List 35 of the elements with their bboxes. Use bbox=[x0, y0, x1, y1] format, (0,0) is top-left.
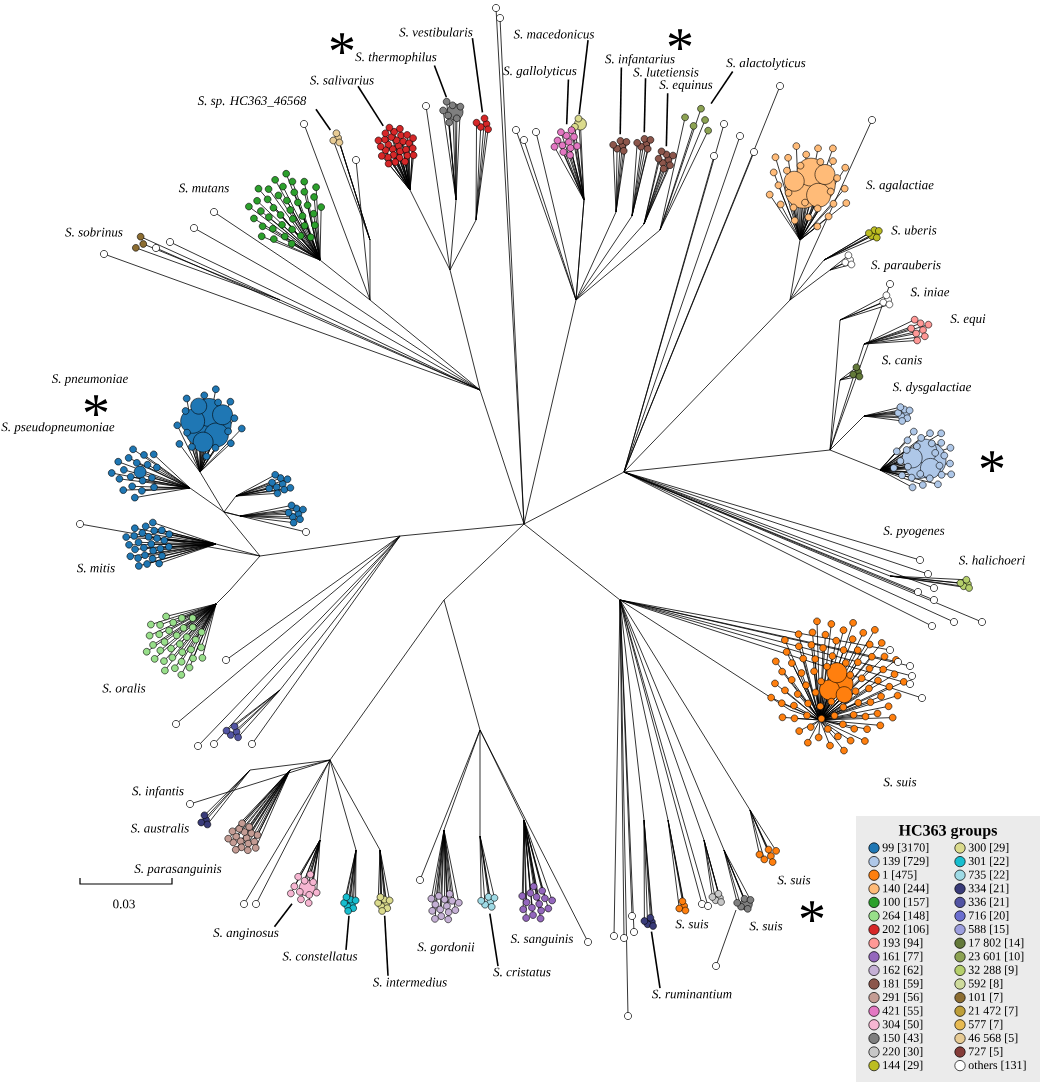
leader-line bbox=[357, 85, 385, 127]
leader-line bbox=[578, 39, 589, 116]
leaf-cluster bbox=[633, 135, 655, 153]
leaf-cluster bbox=[477, 893, 499, 911]
leaf-cluster bbox=[472, 114, 492, 133]
leaf-cluster bbox=[329, 129, 344, 147]
leader-line bbox=[710, 70, 734, 105]
asterisk: * bbox=[980, 451, 1004, 472]
leaf-cluster bbox=[640, 914, 657, 930]
leaf-cluster bbox=[374, 893, 394, 915]
asterisk: * bbox=[330, 33, 354, 54]
legend-title: HC363 groups bbox=[898, 824, 998, 840]
leader-line bbox=[643, 77, 647, 133]
leader-line bbox=[273, 902, 293, 928]
leader-line bbox=[345, 914, 350, 951]
leaf-cluster bbox=[439, 98, 465, 127]
leaf-cluster bbox=[374, 123, 418, 168]
asterisk: * bbox=[800, 901, 824, 922]
asterisk: * bbox=[84, 395, 108, 416]
leader-line bbox=[315, 108, 332, 131]
leaf-cluster bbox=[654, 147, 677, 173]
leader-line bbox=[489, 912, 499, 967]
leader-line bbox=[650, 930, 661, 989]
leaf-cluster bbox=[609, 137, 631, 155]
leader-line bbox=[665, 92, 669, 147]
leader-line bbox=[383, 915, 389, 977]
leaf-cluster bbox=[340, 893, 360, 915]
leader-line bbox=[565, 78, 570, 125]
leader-line bbox=[619, 66, 623, 135]
leaf-cluster bbox=[550, 126, 581, 159]
leaf-cluster bbox=[287, 870, 321, 907]
leader-line bbox=[433, 64, 448, 98]
leader-line bbox=[471, 37, 484, 114]
leaf-cluster bbox=[681, 105, 712, 135]
asterisk: * bbox=[668, 29, 692, 50]
